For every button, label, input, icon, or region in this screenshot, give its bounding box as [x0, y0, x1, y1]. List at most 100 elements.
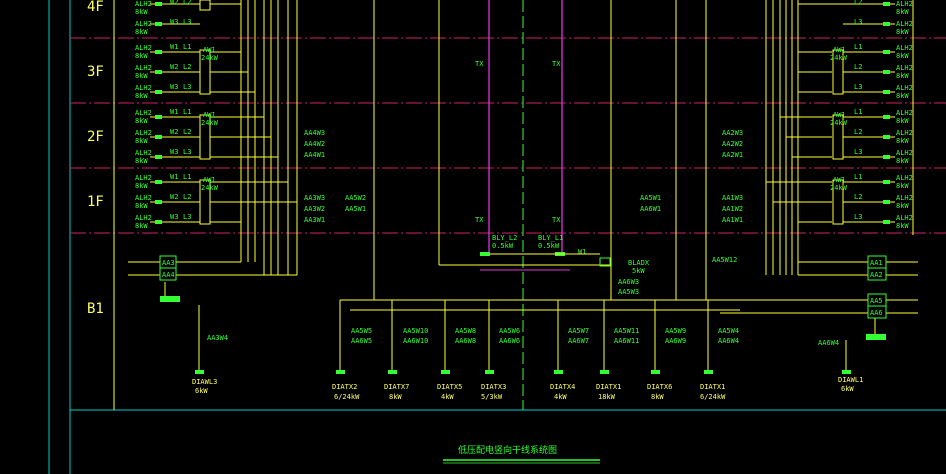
b1-load-1-kw: 6/24kW — [334, 393, 360, 401]
right-box-aa5: AA5 — [870, 297, 883, 305]
left-1f-main-feeder-2: AA5W1 — [345, 205, 366, 213]
right-aux-load-kw: 6kW — [841, 385, 854, 393]
right-2f-feeder-1: AA2W3 — [722, 129, 743, 137]
center-ups-name: BLADX — [628, 259, 650, 267]
right-1f-panel-kw: 24kW — [830, 184, 848, 192]
right-3f-load-2-kw: 8kW — [896, 72, 909, 80]
right-3f-phase-1: L1 — [854, 43, 862, 51]
floor-label-2f: 2F — [87, 129, 104, 145]
b1-load-2-kw: 8kW — [389, 393, 402, 401]
right-1f-load-2-kw: 8kW — [896, 202, 909, 210]
center-feeder-1: AA6W3 — [618, 278, 639, 286]
left-3f-load-2-kw: 8kW — [135, 72, 148, 80]
right-2f-load-3-kw: 8kW — [896, 157, 909, 165]
left-2f-feeder-3: AA4W1 — [304, 151, 325, 159]
center-top-lighting: BLY_L2 0.5kW BLY_L1 0.5kW W1 BLADX 5kW A… — [480, 234, 737, 296]
left-1f-phase-3: L3 — [183, 213, 191, 221]
right-2f-feeder-3: AA2W1 — [722, 151, 743, 159]
right-2f-load-3-name: ALH2 — [896, 149, 913, 157]
right-1f-load-3-name: ALH2 — [896, 214, 913, 222]
b1-load-4-kw: 5/3kW — [481, 393, 503, 401]
left-4f-circuit-2: W3 — [170, 18, 178, 26]
right-floor-4f-group: ALH2 8kW ALH2 8kW L2 L3 — [798, 0, 913, 36]
b1-load-5-kw: 4kW — [554, 393, 567, 401]
center-light-2-kw: 0.5kW — [538, 242, 560, 250]
right-1f-panel-name: AW1 — [833, 176, 846, 184]
left-3f-load-1-name: ALH2 — [135, 44, 152, 52]
right-1f-phase-3: L3 — [854, 213, 862, 221]
right-4f-load-1-name: ALH2 — [896, 0, 913, 8]
right-floor-3f-group: ALH2 8kW ALH2 8kW ALH2 8kW L1 L2 L3 AW1 … — [798, 43, 913, 100]
left-1f-load-2-name: ALH2 — [135, 194, 152, 202]
floor-label-4f: 4F — [87, 0, 104, 15]
left-2f-circuit-3: W3 — [170, 148, 178, 156]
left-3f-load-3-kw: 8kW — [135, 92, 148, 100]
left-1f-feeder-3: AA3W1 — [304, 216, 325, 224]
b1-load-8-kw: 6/24kW — [700, 393, 726, 401]
right-2f-load-1-name: ALH2 — [896, 109, 913, 117]
left-3f-panel-kw: 24kW — [201, 54, 219, 62]
b1-load-4-name: DIATX3 — [481, 383, 506, 391]
left-2f-panel-kw: 24kW — [201, 119, 219, 127]
left-3f-circuit-1: W1 — [170, 43, 178, 51]
left-floor-3f-group: ALH2 8kW ALH2 8kW ALH2 8kW W1 L1 W2 L2 W… — [135, 43, 255, 100]
right-2f-panel-kw: 24kW — [830, 119, 848, 127]
left-1f-load-3-kw: 8kW — [135, 222, 148, 230]
left-box-aa3: AA3 — [162, 259, 175, 267]
left-2f-phase-1: L1 — [183, 108, 191, 116]
right-2f-load-1-kw: 8kW — [896, 117, 909, 125]
left-1f-load-1-kw: 8kW — [135, 182, 148, 190]
left-4f-load-1-kw: 8kW — [135, 8, 148, 16]
left-feeder-labels: AA4W3 AA4W2 AA4W1 AA3W3 AA3W2 AA3W1 AA5W… — [304, 129, 366, 224]
left-3f-phase-3: L3 — [183, 83, 191, 91]
left-aux-load-name: DIAWL3 — [192, 378, 217, 386]
right-1f-load-2-name: ALH2 — [896, 194, 913, 202]
left-2f-feeder-1: AA4W3 — [304, 129, 325, 137]
left-3f-load-1-kw: 8kW — [135, 52, 148, 60]
center-w1-label: W1 — [578, 248, 586, 256]
center-light-1-name: BLY_L2 — [492, 234, 517, 242]
center-risers — [480, 0, 570, 410]
left-4f-phase-1: L2 — [183, 0, 191, 6]
left-3f-load-2-name: ALH2 — [135, 64, 152, 72]
right-2f-panel-name: AW1 — [833, 111, 846, 119]
right-3f-load-3-kw: 8kW — [896, 92, 909, 100]
left-2f-feeder-2: AA4W2 — [304, 140, 325, 148]
left-1f-panel-kw: 24kW — [201, 184, 219, 192]
left-aux-feeder: AA3W4 — [207, 334, 228, 342]
left-1f-load-2-kw: 8kW — [135, 202, 148, 210]
b1-feeder-4a: AA5W6 — [499, 327, 520, 335]
right-1f-main-feeder-2: AA6W1 — [640, 205, 661, 213]
left-vertical-risers — [113, 0, 610, 410]
right-1f-load-3-kw: 8kW — [896, 222, 909, 230]
b1-feeder-3b: AA6W8 — [455, 337, 476, 345]
center-right-feeder: AA5W12 — [712, 256, 737, 264]
b1-load-1-name: DIATX2 — [332, 383, 357, 391]
drawing-frame — [48, 0, 946, 474]
drawing-title: 低压配电竖向干线系统图 — [458, 444, 557, 456]
b1-load-7-name: DIATX6 — [647, 383, 672, 391]
right-feeder-labels: AA2W3 AA2W2 AA2W1 AA1W3 AA1W2 AA1W1 AA5W… — [640, 129, 743, 224]
b1-load-markers — [336, 370, 713, 374]
left-2f-circuit-1: W1 — [170, 108, 178, 116]
right-2f-phase-2: L2 — [854, 128, 862, 136]
right-box-aa6: AA6 — [870, 309, 883, 317]
left-2f-load-2-kw: 8kW — [135, 137, 148, 145]
b1-load-3-kw: 4kW — [441, 393, 454, 401]
b1-load-2-name: DIATX7 — [384, 383, 409, 391]
center-feeder-2: AA5W3 — [618, 288, 639, 296]
b1-load-6-kw: 18kW — [598, 393, 616, 401]
left-2f-phase-3: L3 — [183, 148, 191, 156]
left-2f-load-2-name: ALH2 — [135, 129, 152, 137]
right-1f-load-1-name: ALH2 — [896, 174, 913, 182]
right-vertical-risers — [610, 0, 914, 300]
b1-load-6-name: DIATX1 — [596, 383, 621, 391]
b1-feeder-6b: AA6W11 — [614, 337, 639, 345]
right-1f-main-feeder-1: AA5W1 — [640, 194, 661, 202]
right-2f-phase-1: L1 — [854, 108, 862, 116]
b1-feeder-5b: AA6W7 — [568, 337, 589, 345]
right-1f-load-1-kw: 8kW — [896, 182, 909, 190]
left-2f-load-3-kw: 8kW — [135, 157, 148, 165]
left-3f-phase-2: L2 — [183, 63, 191, 71]
